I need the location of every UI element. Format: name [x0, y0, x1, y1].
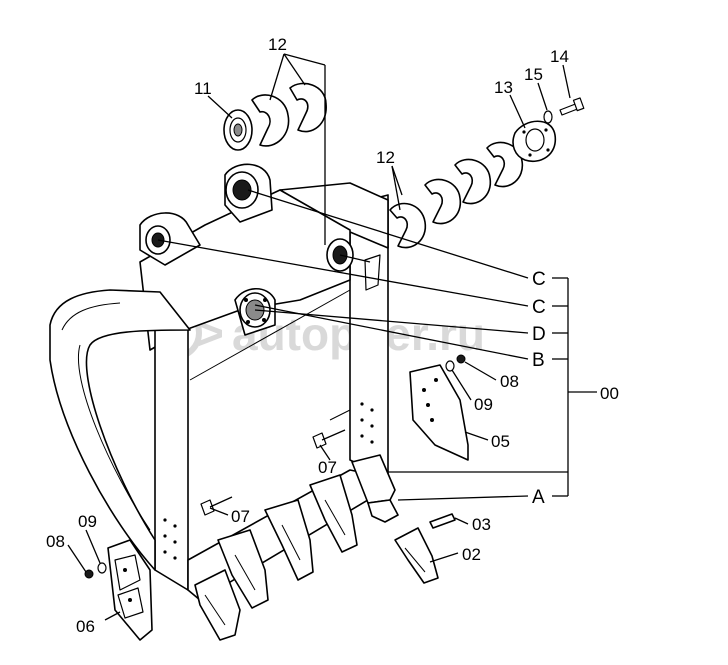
fasteners [84, 97, 585, 579]
bucket-teeth [194, 454, 456, 641]
label-03: 03 [472, 515, 491, 534]
part-labels: 11 12 12 13 15 14 C C D B A 00 08 09 05 … [46, 35, 619, 636]
label-08-left: 08 [46, 532, 65, 551]
leader-lines [67, 53, 597, 621]
side-cutters [107, 364, 469, 641]
label-11: 11 [194, 79, 212, 98]
label-09-right: 09 [474, 395, 493, 414]
label-12-upper: 12 [268, 35, 287, 54]
label-ref-c-1: C [532, 269, 546, 290]
label-09-left: 09 [78, 512, 97, 531]
label-08-right: 08 [500, 372, 519, 391]
label-ref-b: B [532, 350, 545, 371]
label-13: 13 [494, 78, 513, 97]
bucket-body [49, 163, 389, 601]
label-05: 05 [491, 432, 510, 451]
label-00: 00 [600, 384, 619, 403]
label-15: 15 [524, 65, 543, 84]
label-06: 06 [76, 617, 95, 636]
label-ref-a: A [532, 487, 545, 508]
label-ref-d: D [532, 324, 546, 345]
label-12-lower: 12 [376, 148, 395, 167]
label-07-upper: 07 [318, 458, 337, 477]
shims-and-plates [223, 82, 556, 249]
label-07-lower: 07 [231, 507, 250, 526]
label-ref-c-2: C [532, 297, 546, 318]
label-14: 14 [550, 47, 569, 66]
label-02: 02 [462, 545, 481, 564]
